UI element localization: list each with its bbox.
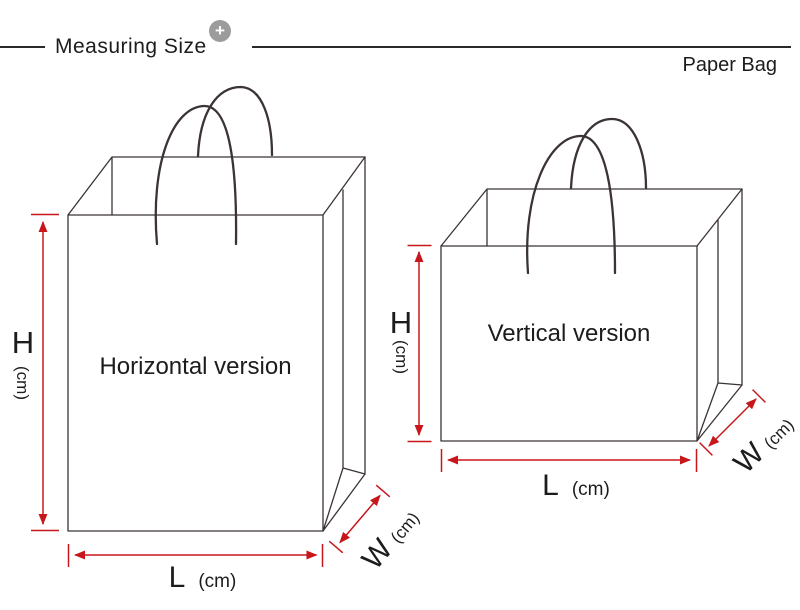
vertical-version-label: Vertical version [487, 320, 651, 347]
section-title: Measuring Size [55, 35, 207, 58]
h-extension-ticks [31, 213, 59, 532]
header-divider-left [0, 46, 45, 48]
horizontal-bag-height-unit: (cm) [13, 366, 32, 400]
product-name-label: Paper Bag [682, 54, 777, 76]
horizontal-bag-dimensions [31, 213, 391, 567]
horizontal-bag-height-label: H [11, 325, 35, 360]
horizontal-bag-drawing [67, 85, 366, 532]
length-letter: L [542, 469, 559, 502]
bag-gusset-fold [696, 382, 743, 442]
horizontal-version-label: Horizontal version [99, 353, 292, 380]
plus-icon: + [209, 20, 231, 42]
length-letter: L [168, 561, 186, 594]
vertical-bag-dimensions [407, 244, 766, 472]
bag-handle-back [569, 117, 648, 190]
l-extension-ticks [440, 449, 698, 472]
w-dimension-arrow [339, 494, 381, 544]
length-unit: (cm) [198, 571, 237, 592]
horizontal-bag-length-label-group: L (cm) [75, 561, 330, 595]
vertical-bag-drawing [440, 117, 743, 442]
length-unit: (cm) [571, 479, 610, 500]
w-dimension-arrow [708, 398, 757, 447]
bag-handle-back [196, 85, 274, 158]
bag-opening [440, 188, 743, 247]
header-divider-right [252, 46, 791, 48]
vertical-bag-height-unit: (cm) [392, 340, 411, 374]
vertical-bag-height-label: H [389, 305, 413, 340]
vertical-bag-length-label-group: L (cm) [448, 469, 704, 503]
w-extension-ticks [328, 484, 391, 554]
bag-handle-front [154, 104, 238, 246]
h-extension-ticks [407, 244, 432, 443]
bag-opening [67, 156, 366, 216]
bag-handle-front [526, 134, 617, 275]
l-extension-ticks [67, 544, 324, 567]
w-extension-ticks [699, 389, 766, 456]
